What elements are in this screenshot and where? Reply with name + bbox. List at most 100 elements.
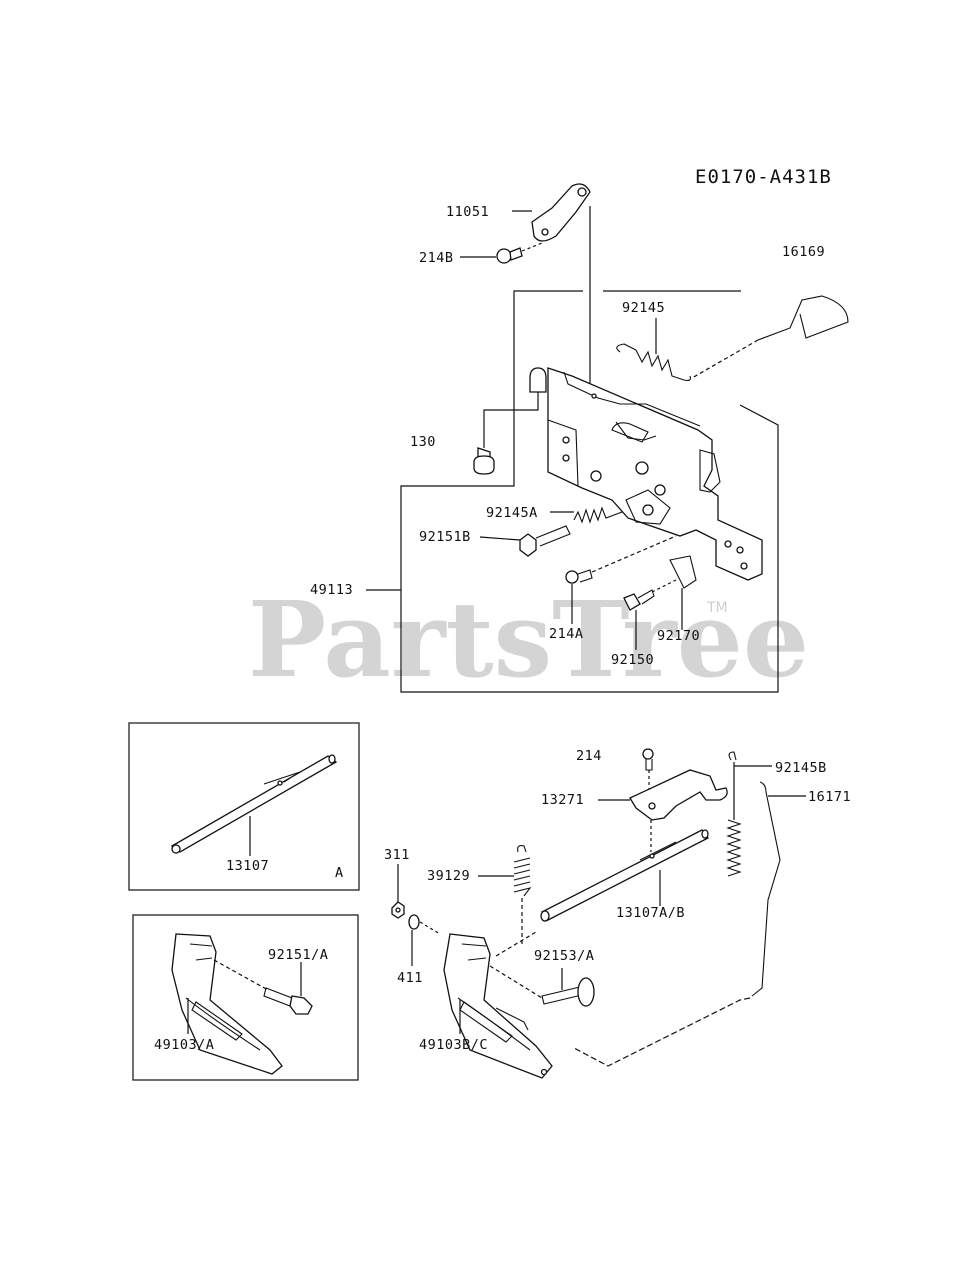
label-49113: 49113 xyxy=(310,582,353,598)
part-13271-plate xyxy=(629,769,728,821)
bolt-head xyxy=(289,995,313,1015)
screw-thread xyxy=(535,525,571,547)
label-13271: 13271 xyxy=(541,792,584,808)
shaft-hole xyxy=(277,780,283,786)
hole xyxy=(724,540,732,548)
label-92151A: 92151/A xyxy=(268,947,328,963)
inset-frame-b xyxy=(132,914,359,1081)
side-tab xyxy=(699,449,721,493)
leader-92151B xyxy=(479,536,521,541)
shaft-flat xyxy=(639,841,677,861)
spring-hook xyxy=(728,751,737,761)
bracket-hole xyxy=(541,228,549,236)
label-16169: 16169 xyxy=(782,244,825,260)
shaft-end xyxy=(540,910,550,922)
hole xyxy=(562,454,570,462)
plate-slot xyxy=(615,421,657,441)
part-92151A-bolt xyxy=(263,987,293,1007)
pivot xyxy=(635,461,649,475)
part-214-screw xyxy=(642,748,654,760)
inset-a-letter: A xyxy=(335,865,344,881)
part-49103A-lever xyxy=(171,933,283,1075)
washer-axis xyxy=(419,921,441,935)
label-214B: 214B xyxy=(419,250,454,266)
label-311: 311 xyxy=(384,847,410,863)
bracket-hole xyxy=(577,187,587,197)
label-11051: 11051 xyxy=(446,204,489,220)
group-bracket-top xyxy=(513,290,583,420)
shaft-axis xyxy=(495,931,537,957)
plate-hole xyxy=(648,802,656,810)
label-49103BC: 49103B/C xyxy=(419,1037,488,1053)
screw-shank xyxy=(577,569,593,583)
upper-assembly-group xyxy=(366,183,849,693)
label-13107AB: 13107A/B xyxy=(616,905,685,921)
bolt-axis xyxy=(213,959,269,991)
bolt-axis xyxy=(651,579,677,593)
part-49113-control-plate xyxy=(547,367,763,581)
part-92150-bolt xyxy=(623,593,641,611)
pivot xyxy=(642,504,654,516)
label-92145: 92145 xyxy=(622,300,665,316)
rod-phantom xyxy=(573,997,751,1067)
part-13107-shaft xyxy=(170,755,338,853)
shaft-end xyxy=(701,829,709,839)
bolt-axis xyxy=(489,965,543,999)
hole xyxy=(736,546,744,554)
part-92151B-screw xyxy=(519,533,537,557)
part-49103BC-lever xyxy=(443,933,553,1079)
pivot xyxy=(654,484,666,496)
hole xyxy=(591,393,597,399)
part-92145A-spring xyxy=(573,506,623,524)
label-92145B: 92145B xyxy=(775,760,827,776)
bolt-knob xyxy=(577,977,595,1007)
label-214: 214 xyxy=(576,748,602,764)
part-411-washer xyxy=(408,914,420,930)
pivot xyxy=(590,470,602,482)
inset-box-13107 xyxy=(128,722,360,891)
lever-slot xyxy=(191,1001,243,1041)
group-bracket-left xyxy=(400,420,515,597)
lever-arm xyxy=(611,422,649,443)
watermark: PartsTree xyxy=(248,578,809,701)
leader-130 xyxy=(483,392,539,448)
part-92145-spring xyxy=(616,343,691,382)
label-92150: 92150 xyxy=(611,652,654,668)
part-92145B-spring xyxy=(726,819,742,877)
part-39129-spring xyxy=(513,845,532,897)
label-13107: 13107 xyxy=(226,858,269,874)
label-92153A: 92153/A xyxy=(534,948,594,964)
part-214A-screw xyxy=(565,570,579,584)
label-92145A: 92145A xyxy=(486,505,538,521)
screw-shank xyxy=(645,759,653,771)
part-16169-wire xyxy=(757,295,849,341)
inset-box-49103A xyxy=(132,914,359,1081)
part-92170-clip xyxy=(669,555,697,589)
lower-assembly-group xyxy=(391,748,806,1079)
lever-mechanism xyxy=(625,489,671,525)
inset-frame-a xyxy=(128,722,360,891)
bolt-shank xyxy=(637,589,655,605)
watermark-trademark: TM xyxy=(706,600,728,616)
part-16171-rod xyxy=(751,781,781,997)
label-49103A: 49103/A xyxy=(154,1037,214,1053)
part-130-upper xyxy=(529,367,547,393)
shaft-end xyxy=(171,844,181,854)
label-92151B: 92151B xyxy=(419,529,471,545)
label-214A: 214A xyxy=(549,626,584,642)
shaft-hole xyxy=(649,853,655,859)
part-214B-screw xyxy=(496,248,512,264)
label-411: 411 xyxy=(397,970,423,986)
lever-slot xyxy=(459,1001,513,1043)
plate-flange xyxy=(547,419,579,487)
screw-shank xyxy=(509,247,523,261)
nut-hole xyxy=(395,907,401,913)
shaft-end xyxy=(328,754,336,764)
shaft-flat xyxy=(263,771,301,785)
hole xyxy=(562,436,570,444)
lever-hole xyxy=(540,1068,548,1076)
lever-details xyxy=(185,943,261,1051)
screw-axis xyxy=(591,535,677,573)
bolt-head xyxy=(473,455,495,475)
